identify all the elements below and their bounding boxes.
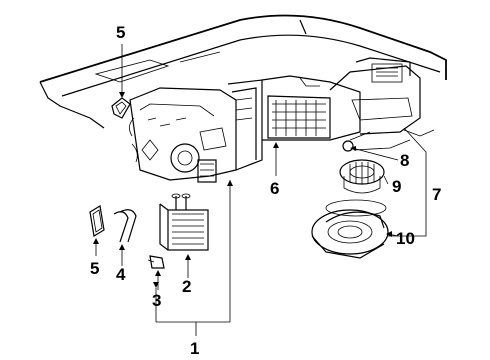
callout-7: 7	[432, 185, 441, 204]
callout-6: 6	[270, 179, 279, 198]
callout-9: 9	[392, 177, 401, 196]
callout-2: 2	[182, 277, 191, 296]
callout-1: 1	[190, 339, 199, 358]
heater-case-assembly	[129, 87, 237, 183]
callout-3: 3	[152, 291, 161, 310]
callout-10: 10	[396, 229, 415, 248]
callout-5-lower: 5	[90, 259, 99, 278]
callout-5-upper: 5	[116, 23, 125, 42]
callout-8: 8	[400, 151, 409, 170]
heater-core	[159, 193, 209, 251]
blower-housing	[329, 57, 435, 152]
leader-lines	[93, 44, 427, 336]
blower-mount-plate	[311, 209, 389, 259]
seal-grommet-lower	[89, 205, 105, 237]
dashboard-panel	[39, 14, 447, 129]
hose-clamp	[147, 255, 165, 269]
heater-hose	[113, 209, 137, 243]
callout-labels: 1 2 3 4 5 5 6 7 8 9 10	[90, 23, 441, 358]
gasket-ring	[325, 199, 387, 217]
blower-motor	[339, 159, 385, 194]
evaporator-case	[261, 75, 361, 141]
air-duct	[227, 79, 263, 171]
callout-4: 4	[116, 265, 126, 284]
seal-grommet-upper	[111, 97, 131, 119]
